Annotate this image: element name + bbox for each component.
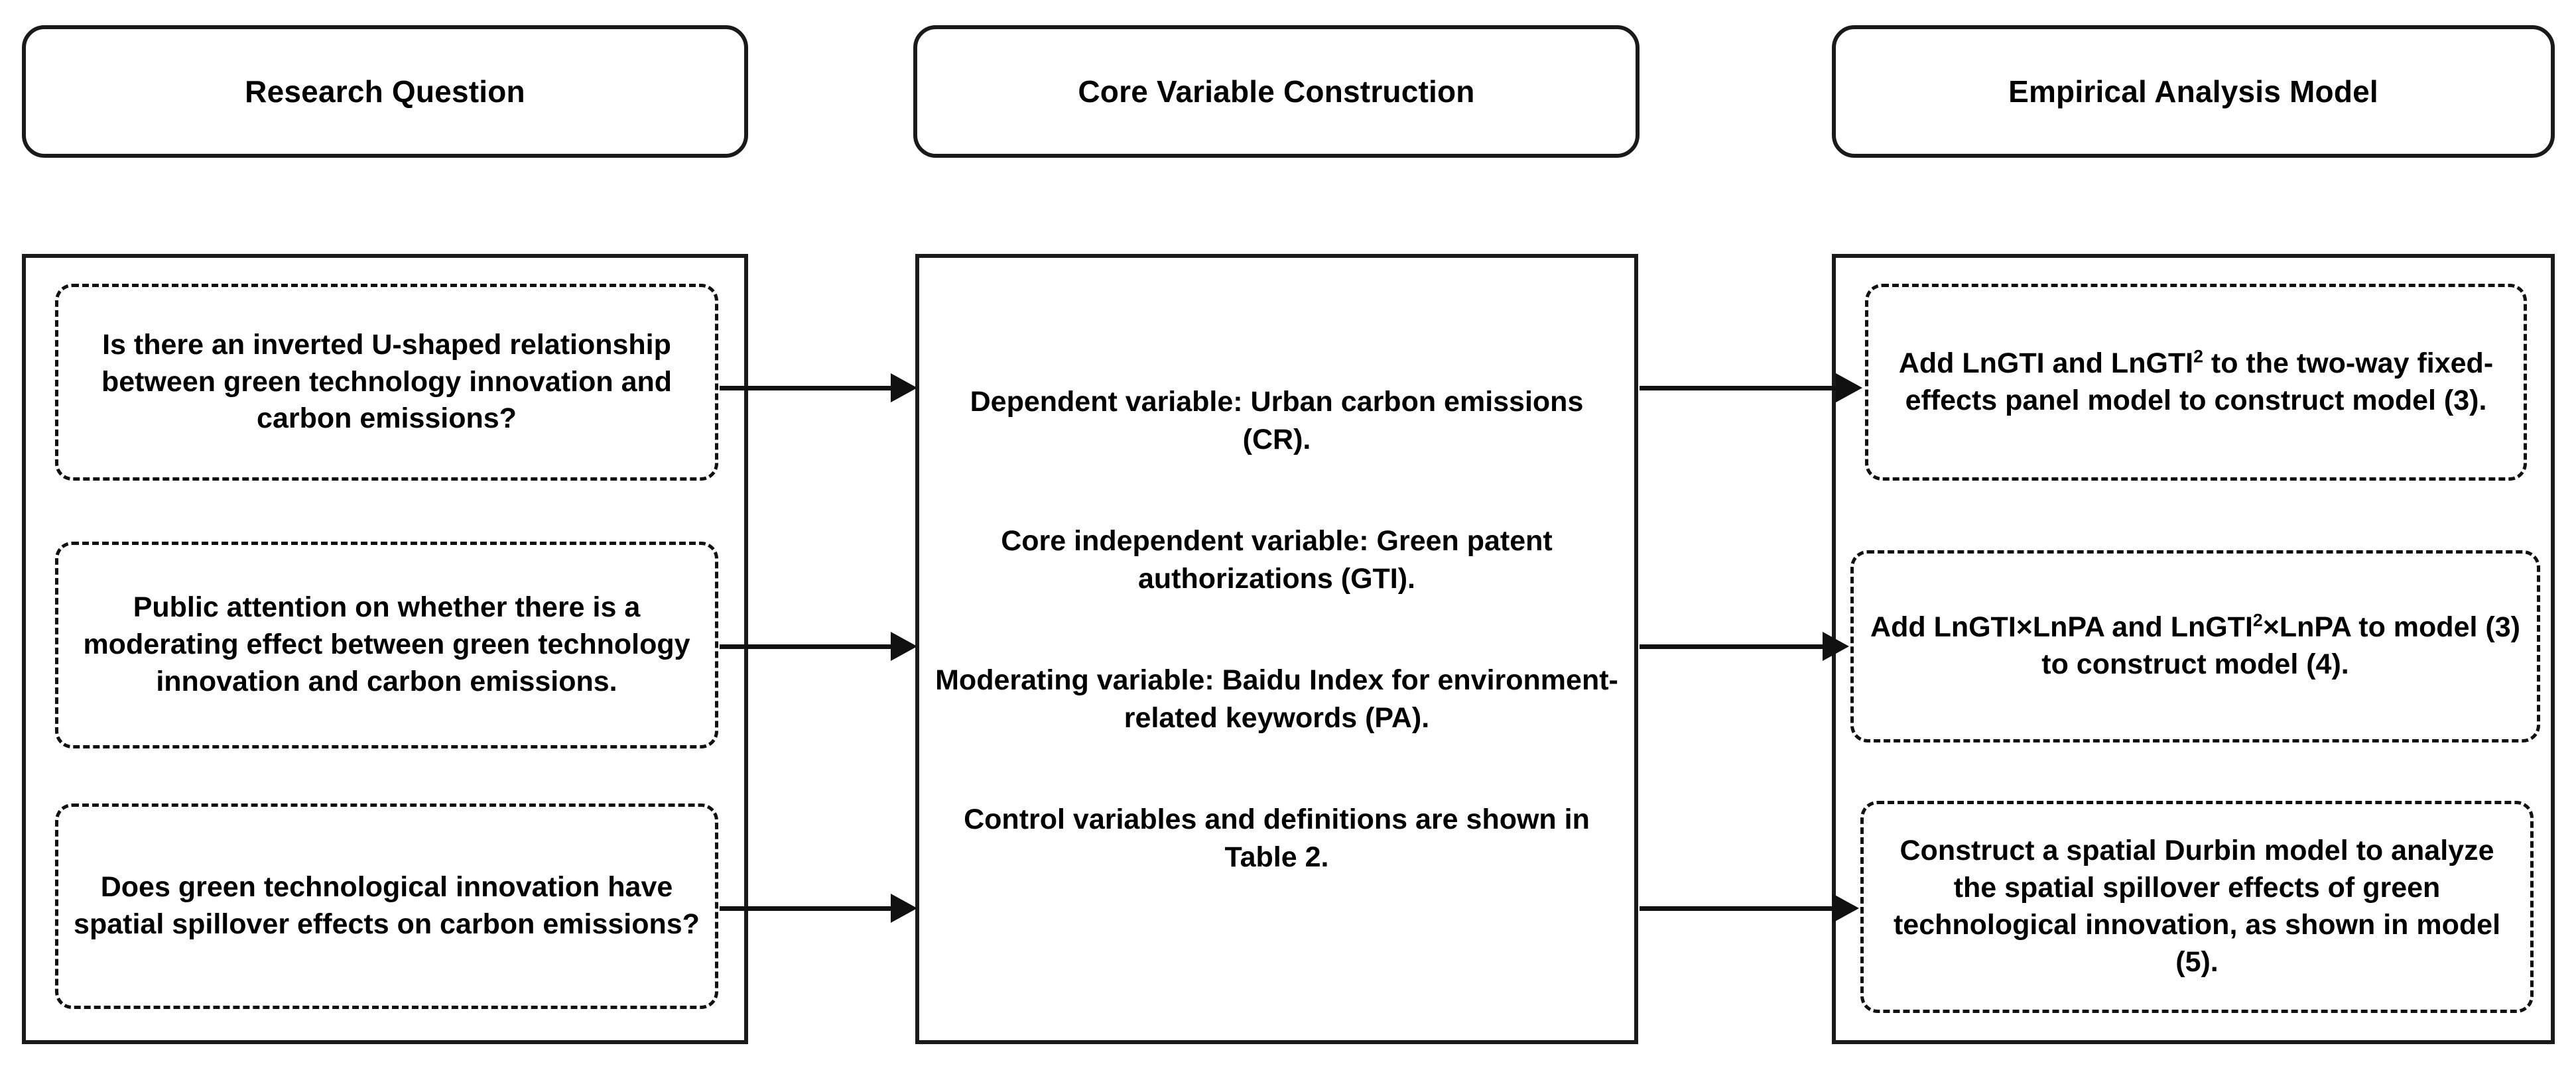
panel-core-variable-construction [915,254,1638,1044]
header-label: Core Variable Construction [1078,74,1475,109]
arrow-head-icon [1836,373,1862,402]
item-text: Construct a spatial Durbin model to anal… [1893,835,2501,978]
item-text: Control variables and definitions are sh… [964,803,1590,873]
item-text: Add LnGTI and LnGTI2 to the two-way fixe… [1898,346,2494,416]
arrow-head-icon [891,632,917,661]
arrow-head-icon [1833,894,1859,923]
item-text: Does green technological innovation have… [74,871,700,940]
arrow-shaft [1640,644,1825,649]
empirical-model-item-3: Construct a spatial Durbin model to anal… [1860,801,2534,1013]
research-question-item-1: Is there an inverted U-shaped relationsh… [55,284,718,481]
empirical-model-item-2: Add LnGTI×LnPA and LnGTI2×LnPA to model … [1850,550,2540,742]
header-empirical-analysis-model: Empirical Analysis Model [1832,25,2555,158]
core-variable-item-3: Moderating variable: Baidu Index for env… [930,656,1624,742]
item-text: Add LnGTI×LnPA and LnGTI2×LnPA to model … [1870,610,2520,680]
item-text: Moderating variable: Baidu Index for env… [935,664,1618,734]
arrow-head-icon [1823,632,1849,661]
item-text: Core independent variable: Green patent … [1001,525,1553,595]
header-core-variable-construction: Core Variable Construction [913,25,1640,158]
core-variable-item-4: Control variables and definitions are sh… [938,796,1615,882]
core-variable-item-1: Dependent variable: Urban carbon emissio… [938,378,1615,464]
item-text: Public attention on whether there is a m… [83,591,690,697]
item-text: Is there an inverted U-shaped relationsh… [101,328,673,435]
item-text: Dependent variable: Urban carbon emissio… [970,386,1584,455]
header-label: Empirical Analysis Model [2008,74,2378,109]
arrow-shaft [1640,385,1838,390]
header-label: Research Question [245,74,525,109]
header-research-question: Research Question [22,25,748,158]
empirical-model-item-1: Add LnGTI and LnGTI2 to the two-way fixe… [1865,284,2527,481]
arrow-head-icon [891,894,917,923]
research-question-item-2: Public attention on whether there is a m… [55,542,718,748]
arrow-shaft [720,385,893,390]
arrow-shaft [720,644,893,649]
research-question-item-3: Does green technological innovation have… [55,803,718,1009]
core-variable-item-2: Core independent variable: Green patent … [930,517,1624,603]
arrow-head-icon [891,373,917,402]
arrow-shaft [1640,906,1835,911]
arrow-shaft [720,906,893,911]
